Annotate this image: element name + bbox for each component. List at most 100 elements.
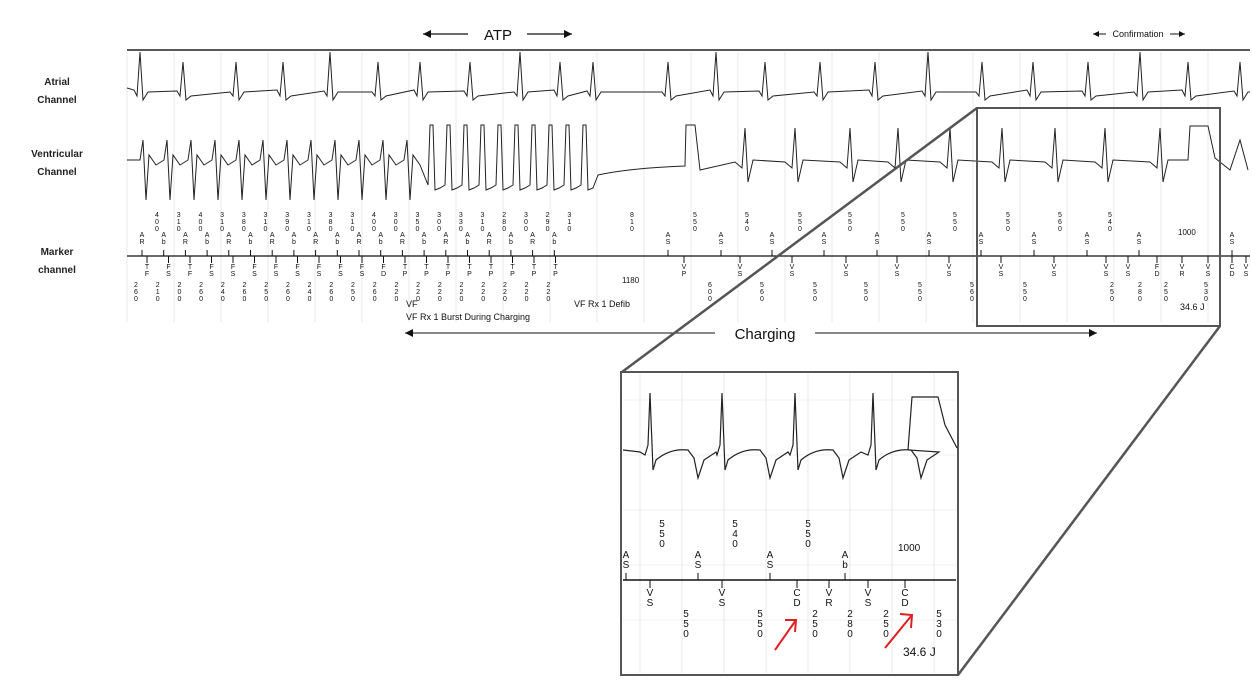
atrial-channel-label: Atrial Channel <box>37 77 77 106</box>
confirmation-arrow: Confirmation <box>1093 29 1185 39</box>
vf-burst-label: VF Rx 1 Burst During Charging <box>406 312 530 322</box>
ventricular-channel-label: Ventricular Channel <box>31 149 83 178</box>
energy-label: 34.6 J <box>1180 302 1205 312</box>
atrial-waveform <box>126 51 1250 102</box>
confirmation-label: Confirmation <box>1112 29 1163 39</box>
marker-channel-label: Marker channel <box>38 247 76 276</box>
charging-arrow: Charging <box>405 326 1097 343</box>
atp-label: ATP <box>484 27 512 44</box>
zoom-ventricular-trace <box>622 392 958 481</box>
vf-label: VF <box>406 299 418 309</box>
vf-defib-label: VF Rx 1 Defib <box>574 299 630 309</box>
atrial-trace <box>126 51 1250 102</box>
red-arrow-1 <box>774 619 798 651</box>
charging-label: Charging <box>735 326 796 343</box>
atp-arrow: ATP <box>423 27 572 44</box>
interval-1180: 1180 <box>622 276 640 285</box>
zoom-source-box <box>976 107 1221 327</box>
red-arrow-2 <box>884 613 914 649</box>
zoom-connector-right <box>957 325 1221 676</box>
